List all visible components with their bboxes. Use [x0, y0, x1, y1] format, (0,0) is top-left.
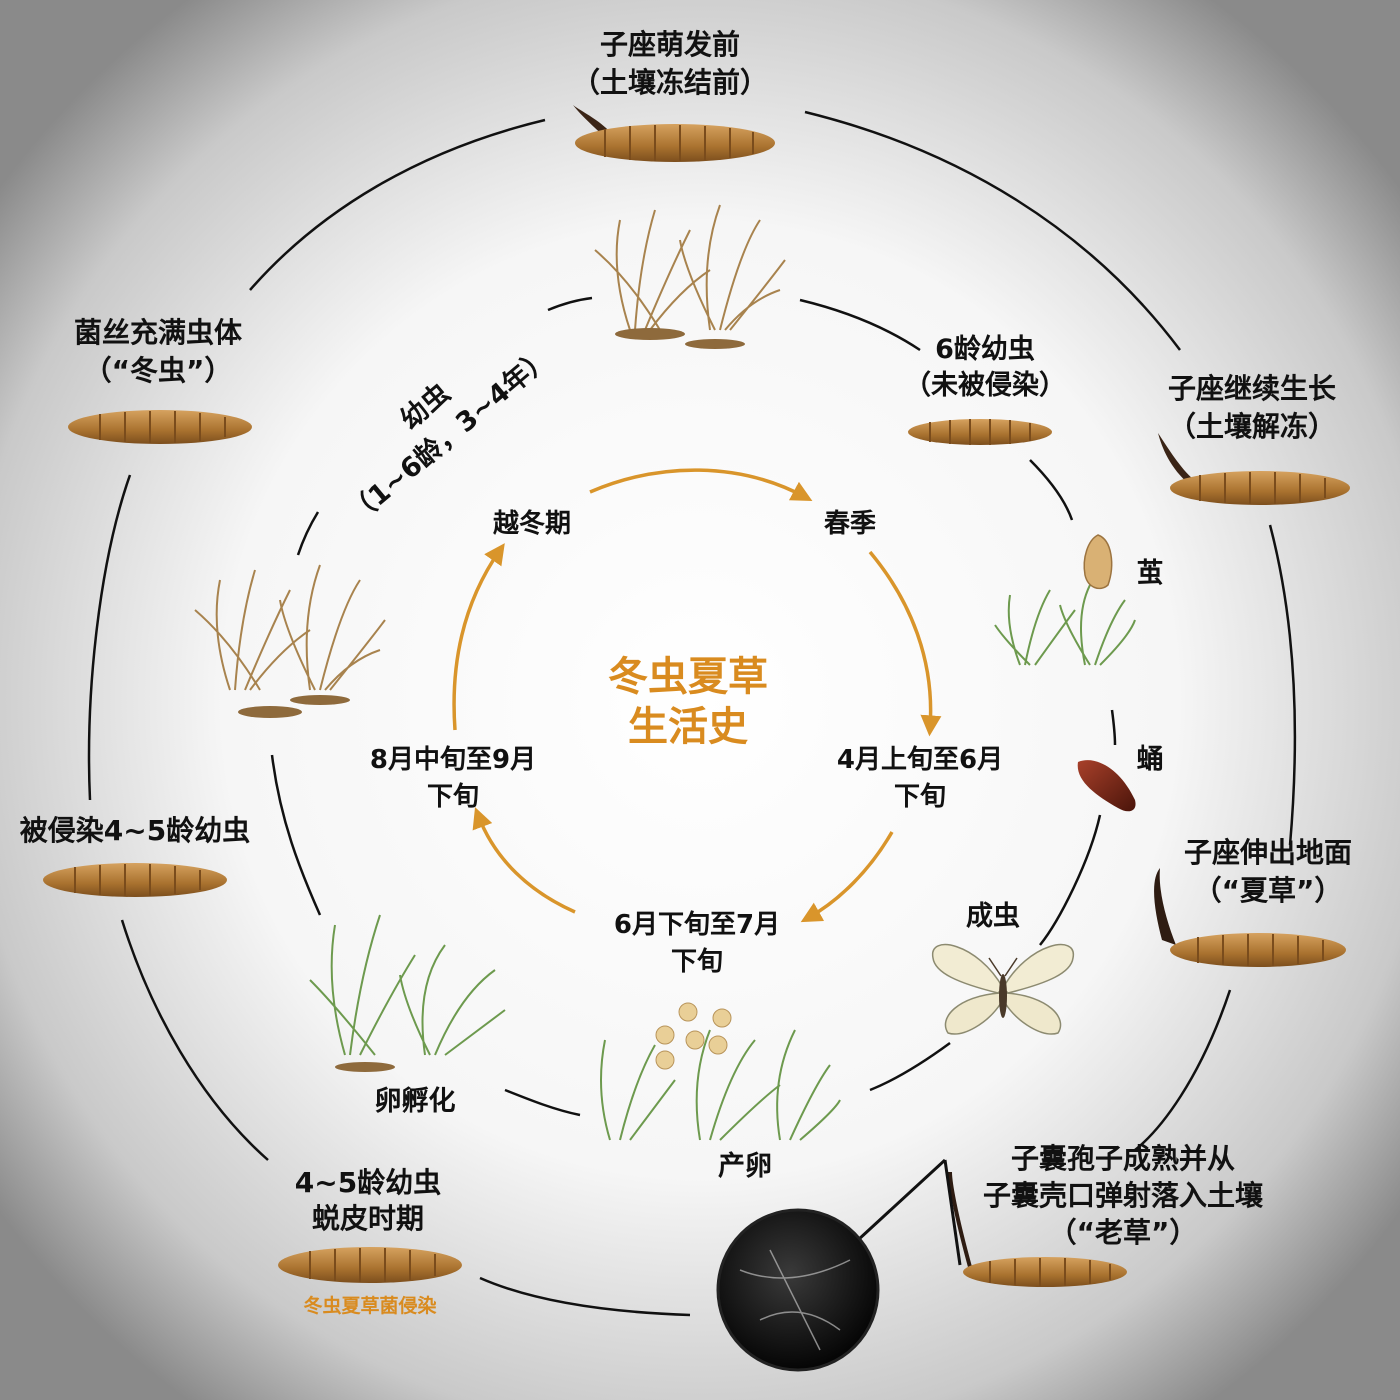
- bottom-left-label-line2: 蜕皮时期: [312, 1202, 424, 1235]
- eggs-icon: [655, 1002, 732, 1070]
- egg-hatching-label: 卵孵化: [375, 1085, 456, 1117]
- bottom-left-label-line1: 4~5龄幼虫: [295, 1166, 441, 1199]
- bottom-right-label-line3: （“老草”）: [1049, 1216, 1198, 1249]
- spring-label: 春季: [824, 509, 876, 539]
- instar6-line2: （未被侵染）: [904, 370, 1066, 401]
- infection-note: 冬虫夏草菌侵染: [303, 1294, 436, 1317]
- period-left-line2: 下旬: [427, 782, 479, 812]
- center-title-line2: 生活史: [628, 704, 748, 750]
- egg-laying-label: 产卵: [718, 1151, 772, 1182]
- larva-bottom-left: [278, 1247, 462, 1283]
- center-title-line1: 冬虫夏草: [608, 654, 768, 700]
- larva-instar6: [908, 419, 1052, 445]
- top-left-label-line2: （“冬虫”）: [84, 354, 233, 387]
- left-mid-label: 被侵染4~5龄幼虫: [20, 814, 250, 847]
- right-mid-label-line2: （“夏草”）: [1194, 874, 1343, 907]
- right-top-label-line2: （土壤解冻）: [1168, 410, 1336, 443]
- larva-left-mid: [43, 863, 227, 897]
- cocoon-icon: [1083, 534, 1113, 590]
- pupa-label: 蛹: [1137, 744, 1164, 775]
- bottom-right-label-line2: 子囊壳口弹射落入土壤: [983, 1179, 1264, 1212]
- middle-ring: [270, 296, 1117, 1117]
- dry-grass-left: [194, 564, 386, 718]
- top-label-line1: 子座萌发前: [600, 28, 740, 61]
- instar6-line1: 6龄幼虫: [935, 333, 1035, 365]
- top-left-label-line1: 菌丝充满虫体: [74, 316, 243, 349]
- outer-ring: [87, 110, 1297, 1317]
- top-label-line2: （土壤冻结前）: [572, 66, 768, 99]
- green-grass-egg-hatching: [309, 914, 506, 1072]
- dry-grass-top: [594, 204, 786, 349]
- winter-label: 越冬期: [493, 509, 571, 539]
- larva-bottom-right: [948, 1171, 1127, 1287]
- adult-label: 成虫: [966, 901, 1020, 932]
- bottom-right-label-line1: 子囊孢子成熟并从: [1011, 1142, 1235, 1175]
- period-right-line2: 下旬: [894, 782, 946, 812]
- right-mid-label-line1: 子座伸出地面: [1184, 836, 1352, 869]
- larva-top-left: [68, 410, 252, 444]
- cocoon-label: 茧: [1137, 558, 1164, 589]
- right-top-label-line1: 子座继续生长: [1168, 372, 1336, 405]
- green-grass-egg-laying: [600, 1029, 841, 1141]
- larva-right-top-with-stroma: [1158, 433, 1350, 505]
- larva-top-with-stroma: [573, 105, 775, 162]
- inner-cycle-arrows: [452, 468, 942, 923]
- butterfly-icon: [932, 943, 1074, 1035]
- spore-soil-magnifier: [716, 1158, 962, 1372]
- larva-right-mid-with-stroma: [1154, 868, 1346, 967]
- green-grass-cocoon: [994, 584, 1136, 666]
- period-bottom-line1: 6月下旬至7月: [614, 910, 780, 940]
- period-left-line1: 8月中旬至9月: [370, 745, 536, 775]
- period-right-line1: 4月上旬至6月: [837, 745, 1003, 775]
- period-bottom-line2: 下旬: [671, 947, 723, 977]
- pupa-icon: [1077, 760, 1136, 812]
